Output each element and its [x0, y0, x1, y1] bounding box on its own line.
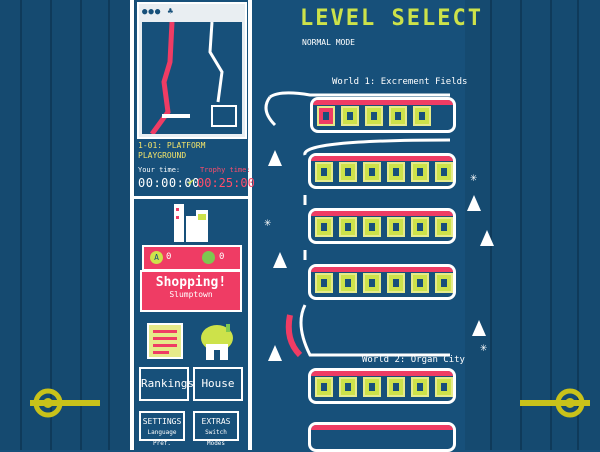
level-row-2	[308, 153, 456, 189]
level-tile[interactable]	[435, 273, 453, 293]
level-tile[interactable]	[339, 217, 357, 237]
tree-icon	[268, 345, 282, 361]
house-icon[interactable]	[198, 322, 236, 362]
shopping-location: Slumptown	[169, 290, 213, 299]
level-tile[interactable]	[339, 377, 357, 397]
level-tile[interactable]	[315, 273, 333, 293]
level-tile[interactable]	[389, 106, 407, 126]
apple-icon	[202, 251, 215, 264]
level-row-4	[308, 264, 456, 300]
snowflake-icon: ✳	[264, 215, 272, 229]
extras-button[interactable]: EXTRAS Switch Modes	[193, 411, 239, 447]
level-tile[interactable]	[413, 106, 431, 126]
coin-a-icon: A	[150, 251, 163, 264]
level-tile[interactable]	[411, 162, 429, 182]
snowflake-icon: ✳	[480, 340, 488, 354]
tree-icon	[467, 195, 481, 211]
right-curtain	[465, 0, 600, 450]
rankings-button[interactable]: Rankings	[139, 367, 194, 401]
your-time-label: Your time:	[138, 166, 181, 174]
your-time-value: 00:00:00	[138, 176, 200, 190]
check-icon: ✔	[188, 177, 195, 188]
right-rope-tieback	[520, 388, 590, 418]
house-button[interactable]: House	[193, 367, 243, 401]
level-tile[interactable]	[363, 273, 381, 293]
level-tile[interactable]	[363, 162, 381, 182]
level-tile[interactable]	[387, 217, 405, 237]
tree-icon	[480, 230, 494, 246]
level-tile[interactable]	[365, 106, 383, 126]
left-curtain	[0, 0, 135, 450]
level-row-6	[308, 422, 456, 452]
level-row-3	[308, 208, 456, 244]
snowflake-icon: ✳	[470, 170, 478, 184]
level-tile[interactable]	[411, 377, 429, 397]
trophy-time-value: 00:25:00	[197, 176, 255, 190]
level-tile[interactable]	[315, 217, 333, 237]
level-tile[interactable]	[339, 162, 357, 182]
level-tile[interactable]	[435, 162, 453, 182]
level-tile[interactable]	[411, 273, 429, 293]
level-tile[interactable]	[387, 377, 405, 397]
level-tile-selected[interactable]	[317, 106, 335, 126]
level-path	[264, 91, 451, 358]
extras-sublabel: Switch Modes	[205, 429, 227, 447]
level-tile[interactable]	[315, 377, 333, 397]
level-row-5	[308, 368, 456, 404]
world-1-label: World 1: Excrement Fields	[332, 77, 468, 87]
apple-count: 0	[219, 252, 225, 262]
page-title: LEVEL SELECT	[300, 6, 483, 31]
shopping-title: Shopping!	[155, 275, 227, 290]
settings-label: SETTINGS	[142, 417, 182, 426]
level-preview: ●●● ♣	[137, 2, 247, 139]
preview-collectibles: ●●● ♣	[142, 7, 175, 17]
level-tile[interactable]	[435, 217, 453, 237]
level-tile[interactable]	[411, 217, 429, 237]
settings-button[interactable]: SETTINGS Language Pref.	[139, 411, 185, 447]
settings-sublabel: Language Pref.	[147, 429, 177, 447]
level-tile[interactable]	[387, 162, 405, 182]
tree-icon	[472, 320, 486, 336]
tree-icon	[268, 150, 282, 166]
town-buildings-icon	[174, 204, 208, 242]
tree-icon	[273, 252, 287, 268]
level-tile[interactable]	[339, 273, 357, 293]
level-tile[interactable]	[315, 162, 333, 182]
trophy-time-label: Trophy time:	[200, 166, 251, 174]
level-tile[interactable]	[341, 106, 359, 126]
extras-label: EXTRAS	[201, 417, 231, 426]
level-tile[interactable]	[387, 273, 405, 293]
level-tile[interactable]	[363, 377, 381, 397]
left-rope-tieback	[30, 388, 100, 418]
world-2-label: World 2: Organ City	[362, 355, 465, 365]
level-name: 1-01: PLATFORM PLAYGROUND	[138, 141, 206, 160]
panel-left-border	[130, 0, 134, 450]
difficulty-mode[interactable]: NORMAL MODE	[302, 38, 355, 47]
level-tile[interactable]	[435, 377, 453, 397]
panel-section-divider	[130, 196, 248, 199]
level-map-thumbnail	[149, 21, 237, 136]
panel-divider	[248, 0, 252, 450]
level-tile[interactable]	[363, 217, 381, 237]
rankings-notes-icon[interactable]	[147, 323, 183, 359]
currency-bar: A 0 0	[142, 245, 242, 271]
level-row-1	[310, 97, 456, 133]
shopping-button[interactable]: Shopping! Slumptown	[140, 270, 242, 312]
coin-a-count: 0	[166, 252, 172, 262]
